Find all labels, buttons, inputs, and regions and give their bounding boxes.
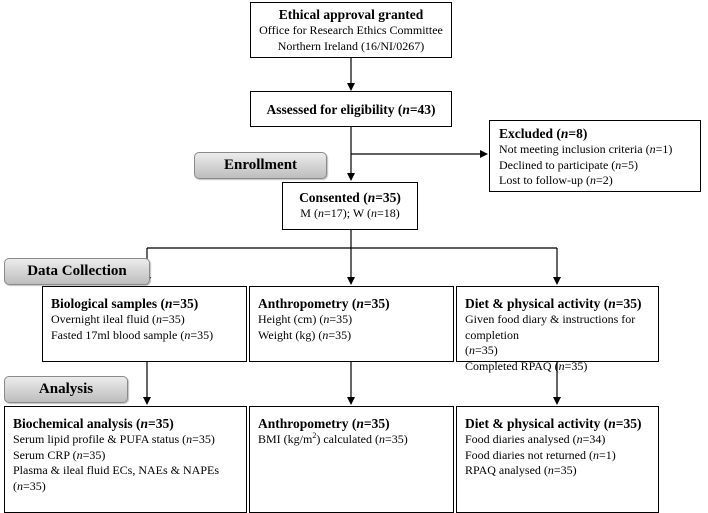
anthropometry-box: Anthropometry (n=35) Height (cm) (n=35) …	[249, 286, 454, 362]
biochem-title: Biochemical analysis (n=35)	[13, 416, 174, 431]
consented-box: Consented (n=35) M (n=17); W (n=18)	[282, 182, 418, 230]
excluded-item: Declined to participate (n=5)	[499, 157, 639, 172]
excluded-box: Excluded (n=8) Not meeting inclusion cri…	[489, 120, 701, 192]
diet-activity-box: Diet & physical activity (n=35) Given fo…	[456, 286, 659, 373]
stage-enrollment: Enrollment	[194, 152, 327, 179]
anthropometry-item: Height (cm) (n=35)	[258, 312, 353, 326]
ethics-line2: Northern Ireland (16/NI/0267)	[277, 38, 425, 53]
excluded-item: Not meeting inclusion criteria (n=1)	[499, 142, 673, 156]
stage-data-collection: Data Collection	[4, 258, 150, 285]
diet-analysis-item: Food diaries analysed (n=34)	[465, 432, 606, 446]
biochem-item: Serum CRP (n=35)	[13, 447, 106, 462]
anthropometry-analysis-box: Anthropometry (n=35) BMI (kg/m2) calcula…	[249, 406, 454, 513]
diet-analysis-title: Diet & physical activity (n=35)	[465, 416, 642, 431]
eligibility-box: Assessed for eligibility (n=43)	[250, 91, 452, 127]
eligibility-title: Assessed for eligibility (n=43)	[266, 102, 436, 117]
consented-title: Consented (n=35)	[299, 190, 401, 205]
biological-item: Overnight ileal fluid (n=35)	[51, 312, 185, 326]
biological-samples-box: Biological samples (n=35) Overnight ilea…	[42, 286, 247, 362]
diet-item: Given food diary & instructions for	[465, 312, 636, 326]
biochemical-analysis-box: Biochemical analysis (n=35) Serum lipid …	[4, 406, 247, 513]
biochem-item: Serum lipid profile & PUFA status (n=35)	[13, 432, 215, 446]
diet-item: (n=35)	[465, 343, 498, 357]
ethics-box: Ethical approval granted Office for Rese…	[250, 2, 452, 58]
biological-title: Biological samples (n=35)	[51, 296, 199, 311]
consented-sex-split: M (n=17); W (n=18)	[300, 206, 400, 220]
diet-analysis-item: RPAQ analysed (n=35)	[465, 463, 577, 477]
ethics-title: Ethical approval granted	[278, 7, 424, 22]
excluded-title: Excluded (n=8)	[499, 126, 588, 141]
biochem-item: Plasma & ileal fluid ECs, NAEs & NAPEs (…	[13, 463, 219, 493]
anthropometry-item: Weight (kg) (n=35)	[258, 327, 352, 342]
diet-item: Completed RPAQ (n=35)	[465, 358, 588, 373]
anthropometry-title: Anthropometry (n=35)	[258, 296, 390, 311]
diet-item: completion	[465, 327, 519, 342]
excluded-item: Lost to follow-up (n=2)	[499, 173, 613, 187]
diet-analysis-item: Food diaries not returned (n=1)	[465, 447, 616, 462]
diet-title: Diet & physical activity (n=35)	[465, 296, 642, 311]
anthro-analysis-title: Anthropometry (n=35)	[258, 416, 390, 431]
diet-analysis-box: Diet & physical activity (n=35) Food dia…	[456, 406, 659, 513]
ethics-line1: Office for Research Ethics Committee	[259, 23, 443, 37]
bmi-item: BMI (kg/m2) calculated (n=35)	[258, 431, 408, 447]
stage-analysis: Analysis	[4, 376, 128, 403]
biological-item: Fasted 17ml blood sample (n=35)	[51, 327, 214, 342]
